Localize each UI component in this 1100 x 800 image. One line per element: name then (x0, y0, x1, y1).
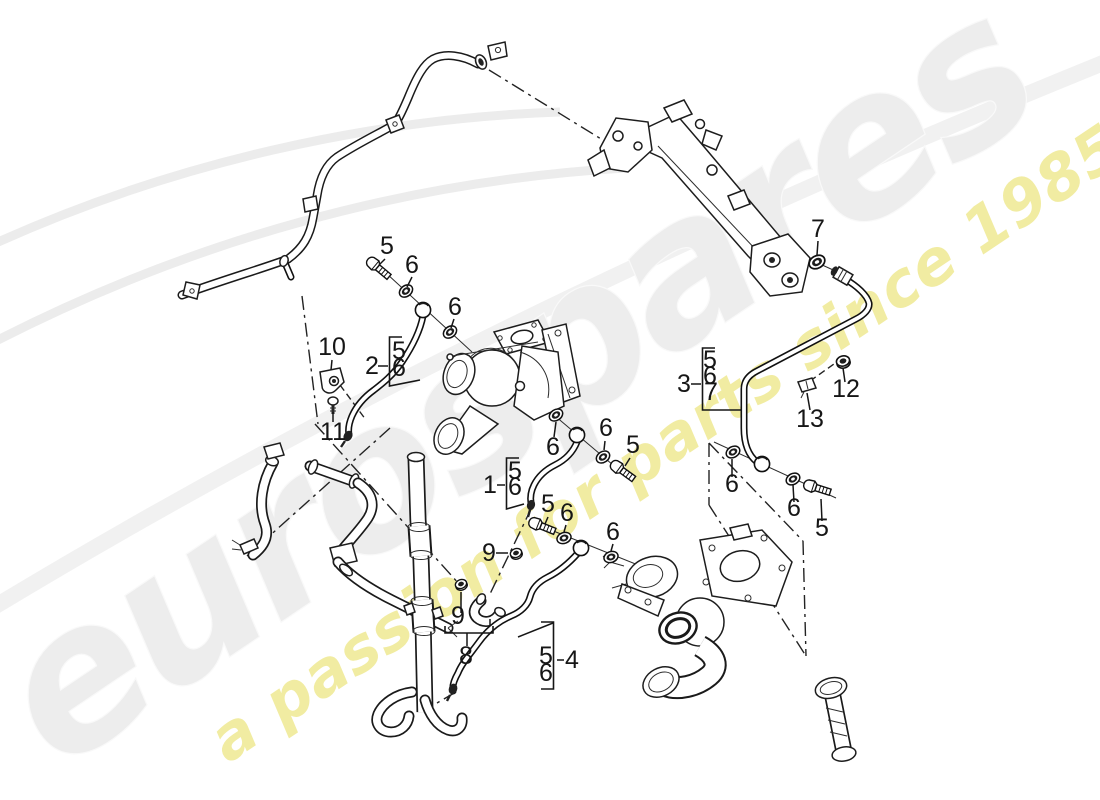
callout-9: 9 (451, 602, 465, 630)
callout-5: 5 (703, 346, 717, 374)
callout-2: 2 (365, 352, 379, 380)
exhaust-outlet-cone (814, 676, 857, 762)
water-return-pipe (371, 451, 468, 738)
callout-4: 4 (565, 646, 579, 674)
turbocharger-upper (433, 319, 581, 455)
callout-5: 5 (508, 457, 522, 485)
callout-6: 6 (508, 473, 522, 501)
callout-6: 6 (787, 494, 801, 522)
callout-6: 6 (725, 470, 739, 498)
oil-pipe-1 (526, 438, 581, 518)
callout-5: 5 (380, 232, 394, 260)
callout-5: 5 (541, 490, 555, 518)
bracket-13 (796, 377, 818, 399)
callout-8: 8 (459, 642, 473, 670)
callout-6: 6 (405, 251, 419, 279)
callout-6: 6 (546, 433, 560, 461)
callout-6: 6 (560, 499, 574, 527)
callout-6: 6 (599, 414, 613, 442)
callout-7: 7 (704, 378, 718, 406)
callout-5: 5 (626, 431, 640, 459)
oil-pipe-4 (445, 549, 582, 702)
oil-pipe-2 (340, 312, 427, 448)
background-swooshes (0, 55, 1100, 613)
callout-numbers: 5 6 6 10 2 5 6 11 7 3 5 6 7 12 13 6 6 5 … (318, 215, 860, 687)
screw-11 (327, 396, 339, 414)
callout-9: 9 (482, 539, 496, 567)
callout-10: 10 (318, 333, 346, 361)
coolant-vent-pipe (177, 41, 508, 300)
callout-12: 12 (832, 375, 860, 403)
callout-5: 5 (539, 642, 553, 670)
callout-5: 5 (815, 514, 829, 542)
callout-6: 6 (392, 354, 406, 382)
callout-7: 7 (811, 215, 825, 243)
exhaust-manifold (587, 99, 811, 297)
elbow-hose (468, 593, 506, 627)
callout-11: 11 (320, 418, 346, 446)
callout-3: 3 (677, 370, 691, 398)
callout-6: 6 (448, 293, 462, 321)
callout-5: 5 (392, 337, 406, 365)
turbocharger-lower (602, 523, 793, 700)
callout-13: 13 (796, 405, 824, 433)
callout-leaders (330, 240, 846, 690)
callout-6: 6 (703, 362, 717, 390)
callout-6: 6 (539, 659, 553, 687)
oil-pipe-3 (740, 265, 873, 466)
pipe-clamp-10 (319, 367, 345, 394)
callout-1: 1 (483, 471, 497, 499)
reference-lines (246, 69, 835, 704)
callout-6: 6 (606, 518, 620, 546)
